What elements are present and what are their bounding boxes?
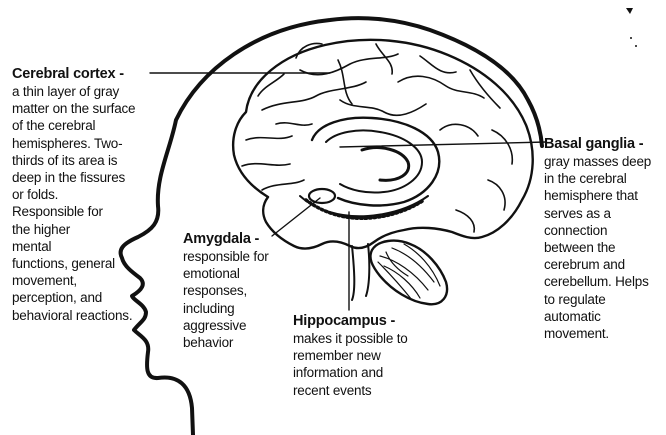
hippocampus-label: Hippocampus - makes it possible to remem… xyxy=(293,313,443,399)
amygdala-title: Amygdala - xyxy=(183,231,283,248)
hippocampus-description: makes it possible to remember new inform… xyxy=(293,330,443,399)
amygdala-label: Amygdala - responsible for emotional res… xyxy=(183,231,283,351)
basal-ganglia-core xyxy=(362,148,409,181)
brain-stem xyxy=(352,244,369,300)
basal-ganglia-title: Basal ganglia - xyxy=(544,136,666,153)
leader-basal-ganglia xyxy=(340,142,546,147)
amygdala-description: responsible for emotional responses, inc… xyxy=(183,248,283,351)
basal-ganglia-description: gray masses deep in the cerebral hemisph… xyxy=(544,153,666,342)
cortex-folds xyxy=(242,44,512,232)
cerebellum-folds xyxy=(378,244,440,300)
cerebral-cortex-label: Cerebral cortex - a thin layer of gray m… xyxy=(12,66,162,324)
cerebellum-outline xyxy=(370,241,447,305)
hippocampus-title: Hippocampus - xyxy=(293,313,443,330)
cerebral-cortex-title: Cerebral cortex - xyxy=(12,66,162,83)
cerebral-cortex-description: a thin layer of gray matter on the surfa… xyxy=(12,83,162,324)
corner-marks xyxy=(626,8,637,47)
amygdala-shape xyxy=(309,189,335,203)
basal-ganglia-label: Basal ganglia - gray masses deep in the … xyxy=(544,136,666,342)
